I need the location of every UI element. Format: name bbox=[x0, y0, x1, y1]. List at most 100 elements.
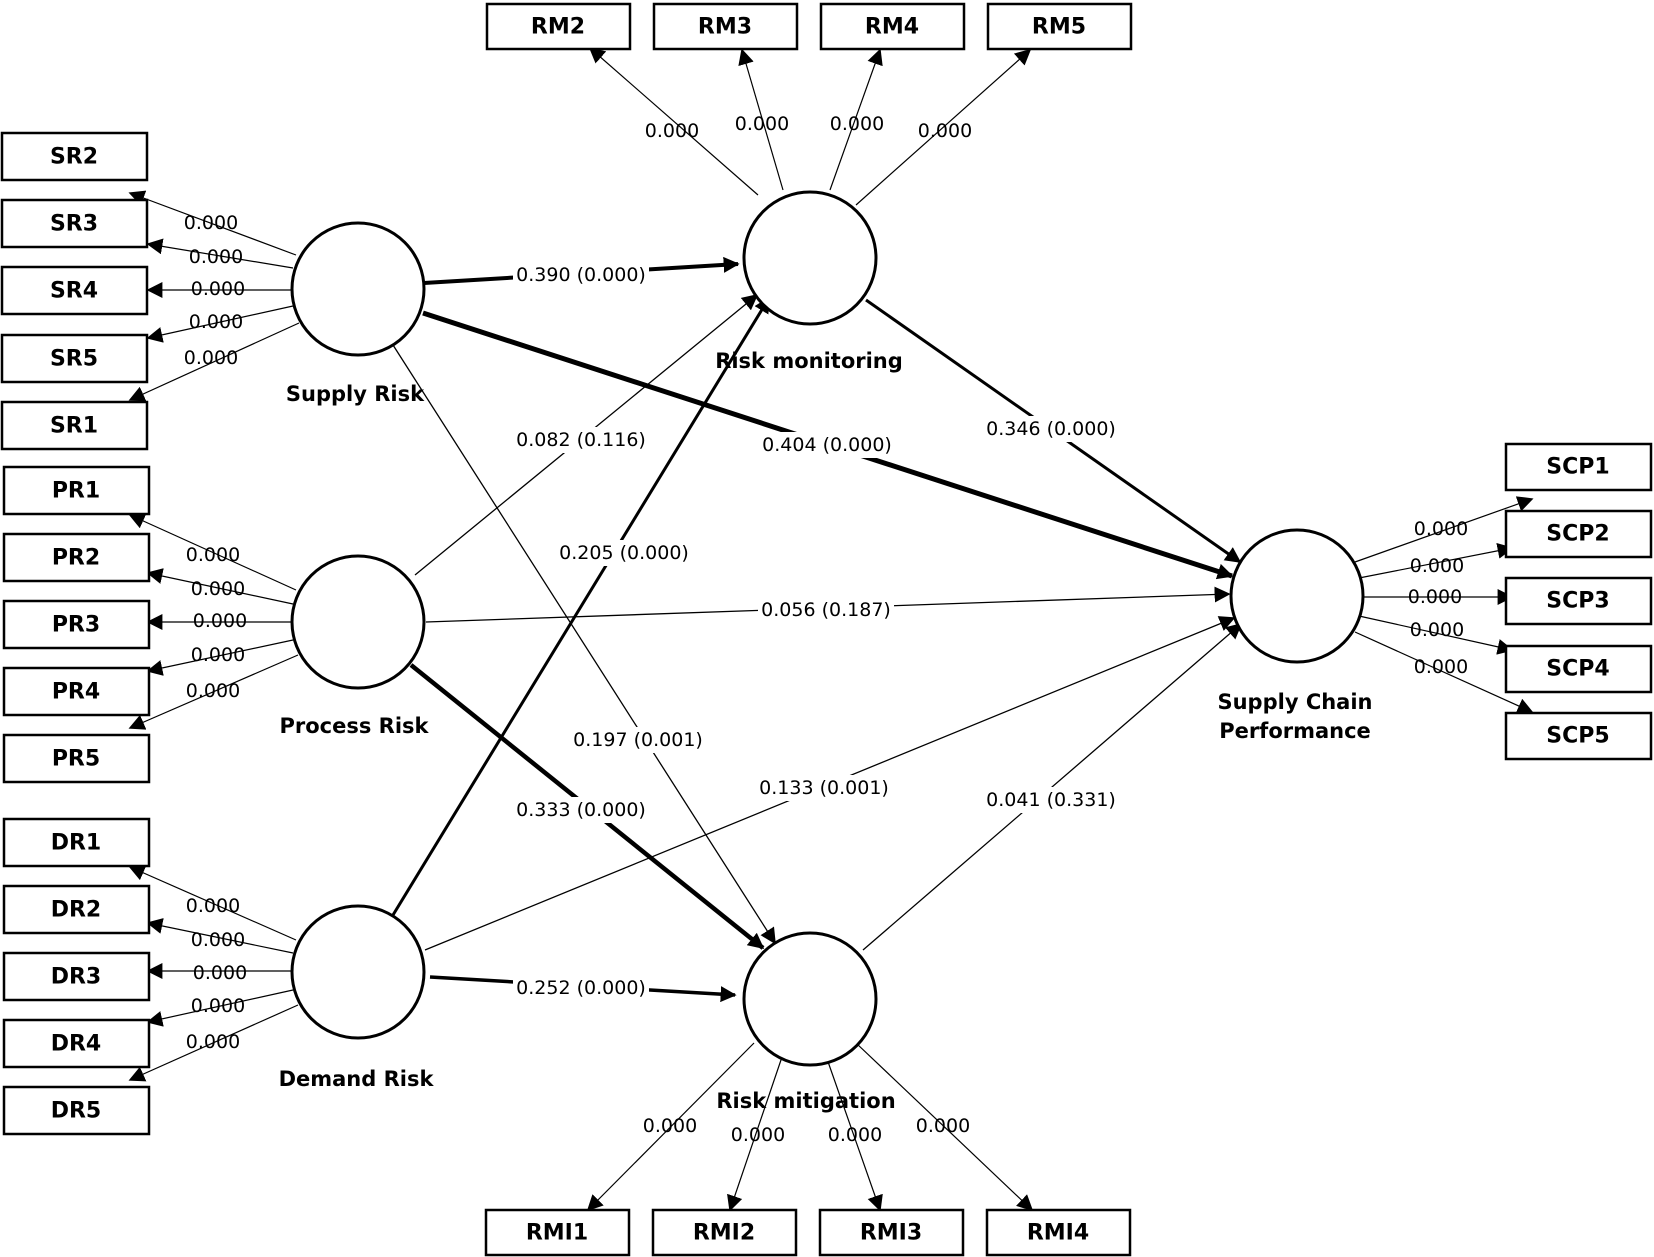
loading-label-pr2: 0.000 bbox=[191, 578, 245, 600]
indicator-label-dr4: DR4 bbox=[51, 1032, 102, 1057]
path-supply-risk-to-risk-mitigation bbox=[392, 344, 776, 945]
path-demand-risk-to-risk-monitoring bbox=[391, 296, 771, 916]
loading-label-pr3: 0.000 bbox=[193, 610, 247, 632]
indicator-label-pr3: PR3 bbox=[52, 613, 100, 638]
indicator-label-dr5: DR5 bbox=[51, 1099, 102, 1124]
loading-label-rm4: 0.000 bbox=[830, 113, 884, 135]
indicator-label-scp5: SCP5 bbox=[1546, 724, 1609, 749]
risk-mitigation-node bbox=[742, 931, 878, 1067]
loading-label-sr4: 0.000 bbox=[191, 278, 245, 300]
indicator-label-scp1: SCP1 bbox=[1546, 455, 1609, 480]
loading-label-dr2: 0.000 bbox=[191, 929, 245, 951]
indicator-label-sr3: SR3 bbox=[50, 212, 98, 237]
indicator-label-pr2: PR2 bbox=[52, 546, 100, 571]
indicator-label-dr2: DR2 bbox=[51, 898, 102, 923]
path-label-rmi-scp: 0.041 (0.331) bbox=[983, 787, 1119, 813]
svg-text:0.082 (0.116): 0.082 (0.116) bbox=[516, 429, 646, 451]
loading-label-sr5: 0.000 bbox=[189, 311, 243, 333]
svg-text:0.056 (0.187): 0.056 (0.187) bbox=[761, 599, 891, 621]
indicator-label-sr4: SR4 bbox=[50, 279, 98, 304]
latent-label-process-risk: Process Risk bbox=[279, 714, 429, 738]
svg-text:0.133 (0.001): 0.133 (0.001) bbox=[759, 777, 889, 799]
svg-text:0.333 (0.000): 0.333 (0.000) bbox=[516, 799, 646, 821]
path-label-dr-scp: 0.133 (0.001) bbox=[756, 775, 892, 801]
path-label-dr-rmi: 0.252 (0.000) bbox=[513, 975, 649, 1001]
loading-label-rmi2: 0.000 bbox=[731, 1124, 785, 1146]
path-label-sr-rmi: 0.197 (0.001) bbox=[570, 727, 706, 753]
latent-label-demand-risk: Demand Risk bbox=[279, 1067, 435, 1091]
loading-label-scp1: 0.000 bbox=[1414, 518, 1468, 540]
loading-label-sr1: 0.000 bbox=[184, 347, 238, 369]
loading-label-pr4: 0.000 bbox=[191, 644, 245, 666]
indicator-label-rmi2: RMI2 bbox=[693, 1221, 755, 1246]
loading-label-rm5: 0.000 bbox=[918, 120, 972, 142]
path-labels: 0.390 (0.000) 0.404 (0.000) 0.197 (0.001… bbox=[513, 262, 1119, 1001]
loading-label-dr4: 0.000 bbox=[191, 995, 245, 1017]
loading-label-rmi3: 0.000 bbox=[828, 1124, 882, 1146]
loading-label-pr5: 0.000 bbox=[186, 680, 240, 702]
svg-text:0.390 (0.000): 0.390 (0.000) bbox=[516, 264, 646, 286]
path-label-dr-rm: 0.205 (0.000) bbox=[556, 540, 692, 566]
indicator-label-sr1: SR1 bbox=[50, 414, 98, 439]
path-label-sr-scp: 0.404 (0.000) bbox=[759, 432, 895, 458]
indicator-label-rm2: RM2 bbox=[531, 15, 585, 40]
loading-label-sr2: 0.000 bbox=[184, 212, 238, 234]
latent-labels: Supply Risk Process Risk Demand Risk Ris… bbox=[279, 349, 1373, 1113]
indicator-label-pr5: PR5 bbox=[52, 747, 100, 772]
indicator-label-rmi1: RMI1 bbox=[526, 1221, 588, 1246]
indicator-label-sr5: SR5 bbox=[50, 347, 98, 372]
indicator-labels: RM2 RM3 RM4 RM5 RMI1 RMI2 RMI3 RMI4 SR2 … bbox=[50, 15, 1610, 1246]
indicator-label-rm4: RM4 bbox=[865, 15, 919, 40]
loading-label-rm3: 0.000 bbox=[735, 113, 789, 135]
indicator-label-scp4: SCP4 bbox=[1546, 657, 1609, 682]
process-risk-node bbox=[290, 554, 426, 690]
risk-monitoring-node bbox=[742, 190, 878, 326]
indicator-label-rmi4: RMI4 bbox=[1027, 1221, 1089, 1246]
loading-label-scp2: 0.000 bbox=[1410, 555, 1464, 577]
loading-label-rmi1: 0.000 bbox=[643, 1115, 697, 1137]
path-label-pr-rmi: 0.333 (0.000) bbox=[513, 797, 649, 823]
path-label-pr-rm: 0.082 (0.116) bbox=[513, 427, 649, 453]
indicator-label-rm3: RM3 bbox=[698, 15, 752, 40]
indicator-label-scp3: SCP3 bbox=[1546, 589, 1609, 614]
loading-lines bbox=[128, 46, 1534, 1212]
loading-label-rm2: 0.000 bbox=[645, 120, 699, 142]
loading-label-scp5: 0.000 bbox=[1414, 656, 1468, 678]
svg-text:0.041 (0.331): 0.041 (0.331) bbox=[986, 789, 1116, 811]
latent-label-risk-mitigation: Risk mitigation bbox=[716, 1089, 895, 1113]
svg-text:0.404 (0.000): 0.404 (0.000) bbox=[762, 434, 892, 456]
svg-text:0.252 (0.000): 0.252 (0.000) bbox=[516, 977, 646, 999]
svg-text:0.197 (0.001): 0.197 (0.001) bbox=[573, 729, 703, 751]
latent-label-supply-risk: Supply Risk bbox=[286, 382, 425, 406]
indicator-label-dr1: DR1 bbox=[51, 831, 102, 856]
loading-label-scp4: 0.000 bbox=[1410, 619, 1464, 641]
path-label-pr-scp: 0.056 (0.187) bbox=[758, 597, 894, 623]
path-label-rm-scp: 0.346 (0.000) bbox=[983, 416, 1119, 442]
indicator-label-dr3: DR3 bbox=[51, 965, 102, 990]
indicator-label-scp2: SCP2 bbox=[1546, 522, 1609, 547]
supply-risk-node bbox=[290, 221, 426, 357]
loading-label-sr3: 0.000 bbox=[189, 246, 243, 268]
indicator-label-pr4: PR4 bbox=[52, 680, 100, 705]
loading-label-dr1: 0.000 bbox=[186, 895, 240, 917]
loading-label-pr1: 0.000 bbox=[186, 544, 240, 566]
loading-label-rmi4: 0.000 bbox=[916, 1115, 970, 1137]
loading-label-scp3: 0.000 bbox=[1408, 586, 1462, 608]
loading-labels: 0.000 0.000 0.000 0.000 0.000 0.000 0.00… bbox=[184, 113, 1468, 1146]
structural-paths bbox=[391, 256, 1243, 1003]
demand-risk-node bbox=[290, 904, 426, 1040]
scp-node bbox=[1229, 528, 1365, 664]
loading-label-dr5: 0.000 bbox=[186, 1031, 240, 1053]
svg-text:0.346 (0.000): 0.346 (0.000) bbox=[986, 418, 1116, 440]
latent-label-risk-monitoring: Risk monitoring bbox=[715, 349, 903, 373]
loading-label-dr3: 0.000 bbox=[193, 962, 247, 984]
path-label-sr-rm: 0.390 (0.000) bbox=[513, 262, 649, 288]
svg-text:0.205 (0.000): 0.205 (0.000) bbox=[559, 542, 689, 564]
indicator-label-sr2: SR2 bbox=[50, 145, 98, 170]
indicator-label-rm5: RM5 bbox=[1032, 15, 1086, 40]
latent-label-scp-line2: Performance bbox=[1219, 719, 1371, 743]
latent-label-scp-line1: Supply Chain bbox=[1217, 690, 1372, 714]
indicator-label-pr1: PR1 bbox=[52, 479, 100, 504]
